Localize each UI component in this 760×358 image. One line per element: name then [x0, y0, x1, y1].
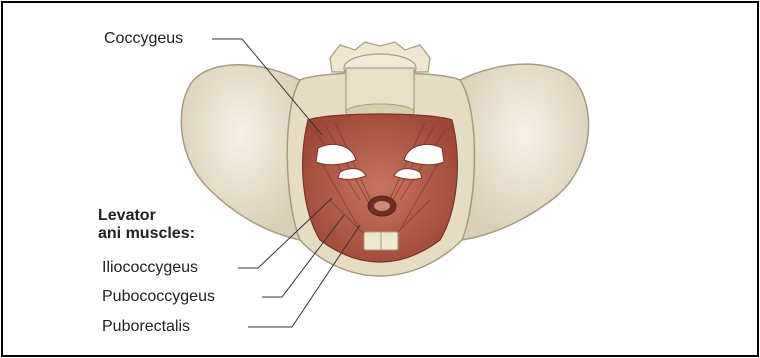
right-iliac-wing	[460, 64, 589, 240]
label-coccygeus: Coccygeus	[104, 31, 183, 47]
label-puborectalis: Puborectalis	[102, 319, 190, 335]
left-iliac-wing	[181, 65, 300, 240]
label-levator-line1: Levator	[98, 207, 156, 225]
label-pubococcygeus: Pubococcygeus	[102, 289, 215, 305]
label-levator-line2: ani muscles:	[98, 225, 195, 243]
label-iliococcygeus: Iliococcygeus	[102, 260, 198, 276]
